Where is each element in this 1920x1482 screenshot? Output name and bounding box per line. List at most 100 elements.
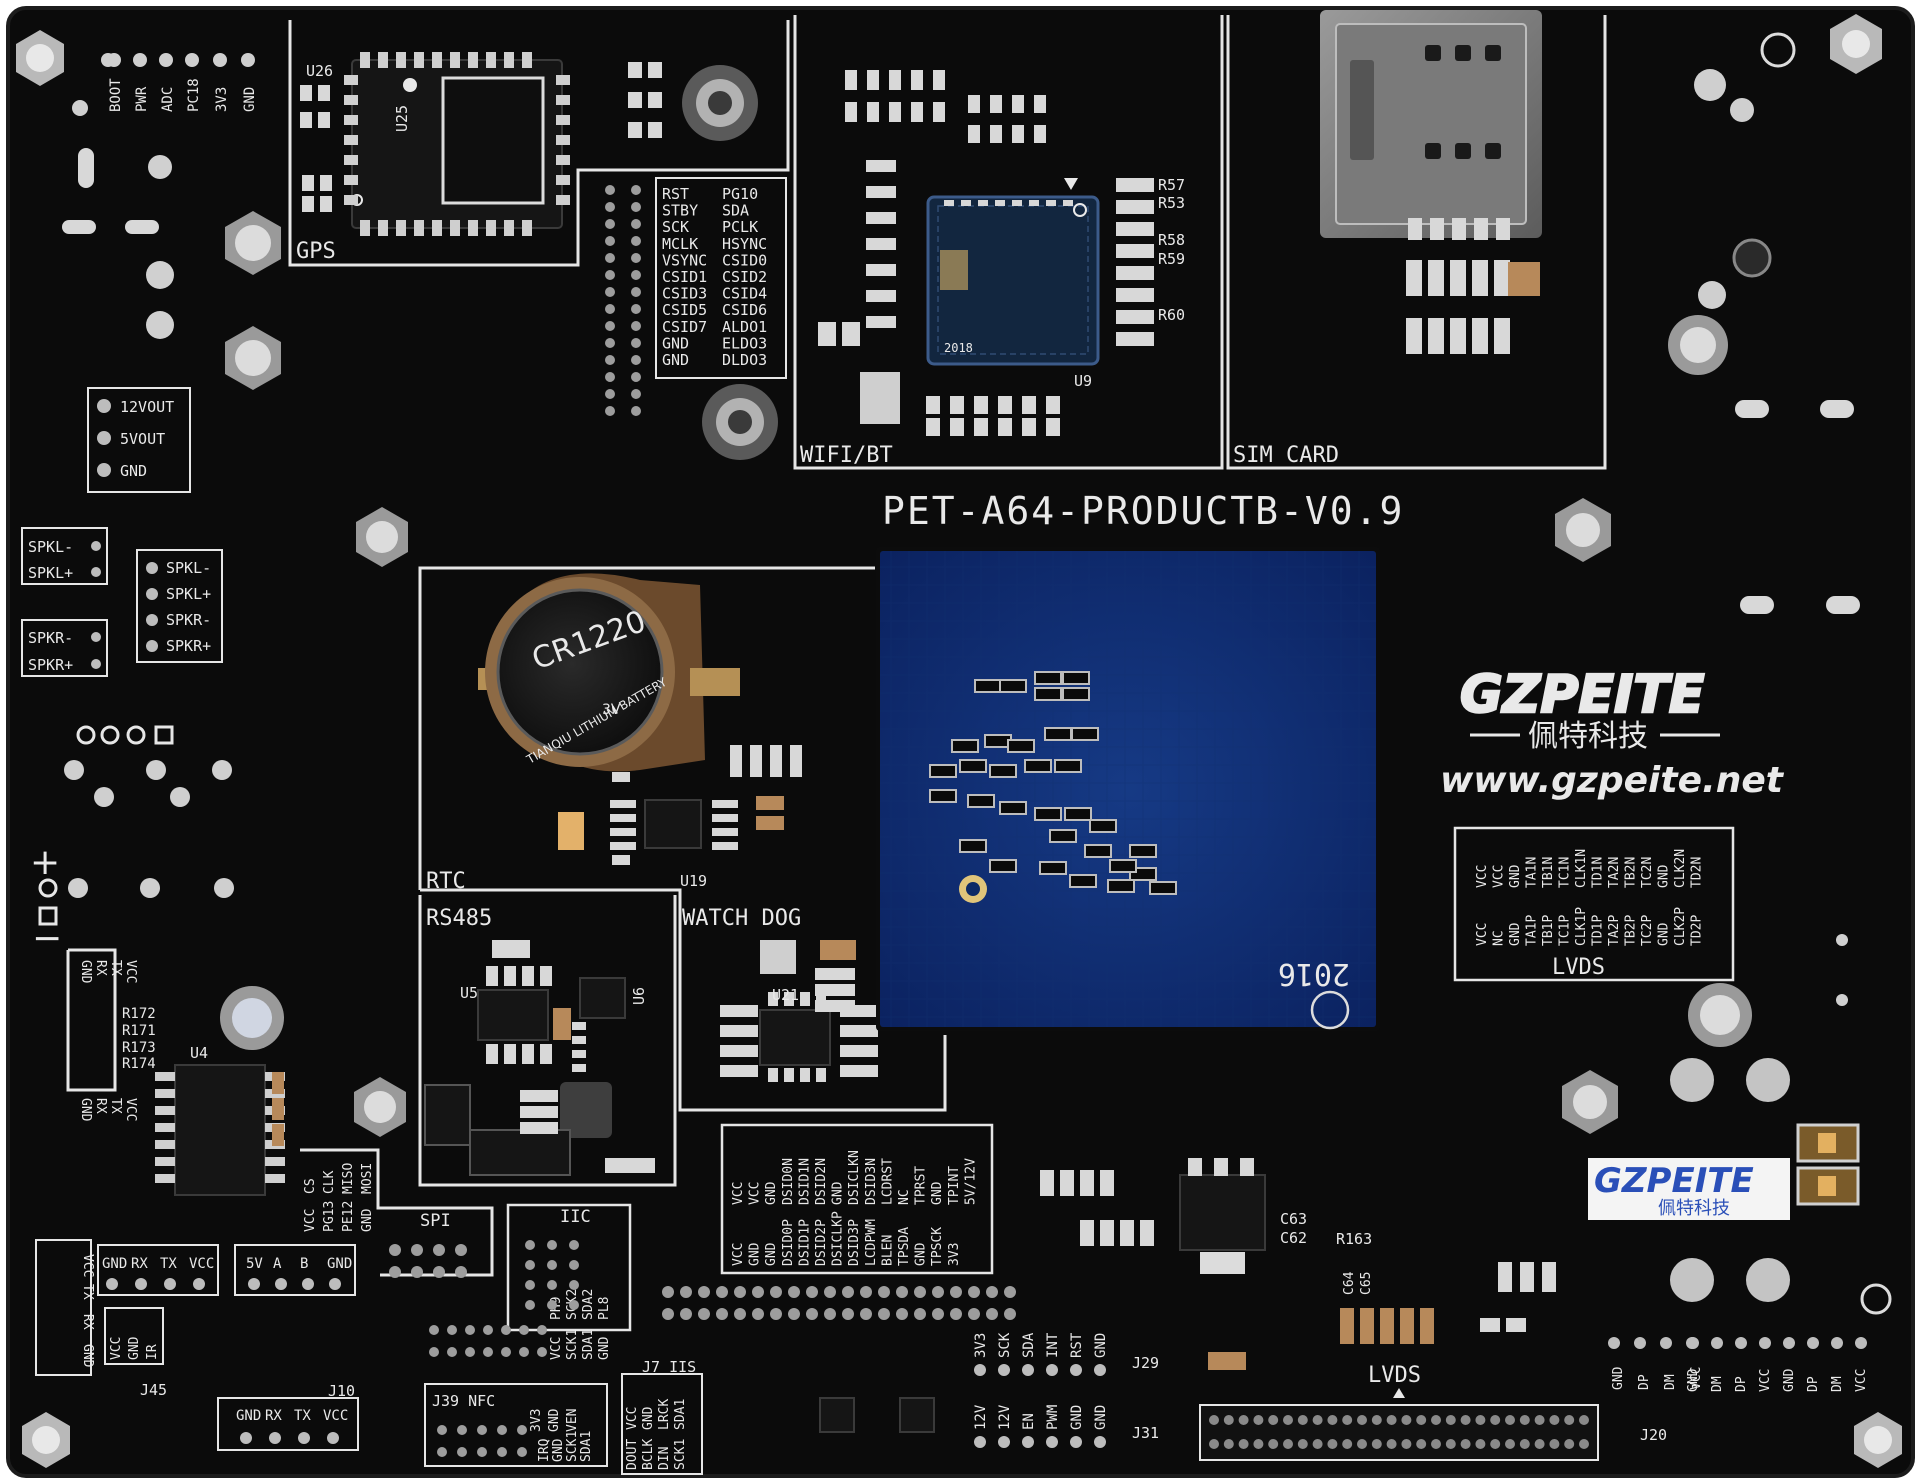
spk-left-label: SPKR+ bbox=[28, 656, 73, 674]
smd-pad bbox=[1430, 218, 1444, 240]
uart-left-pin: VCC bbox=[80, 1254, 95, 1277]
lvds-pin-a: TD1N bbox=[1591, 857, 1606, 888]
through-hole bbox=[605, 389, 615, 399]
iic-pin: VCC bbox=[549, 1337, 564, 1360]
smd-pad bbox=[414, 52, 424, 68]
through-hole bbox=[1416, 1415, 1427, 1425]
through-hole bbox=[1460, 1439, 1471, 1449]
smd-pad bbox=[556, 155, 570, 165]
smd-pad bbox=[974, 418, 988, 436]
r172-label: R172 bbox=[122, 1006, 156, 1022]
brand-cn: 佩特科技 bbox=[1528, 719, 1648, 754]
capacitor bbox=[1508, 262, 1540, 296]
through-hole bbox=[662, 1308, 674, 1320]
smd-pad bbox=[770, 745, 782, 777]
smd-cap bbox=[1007, 739, 1035, 753]
capacitor bbox=[756, 796, 784, 810]
through-hole bbox=[1855, 1337, 1867, 1349]
smd-pad bbox=[522, 220, 532, 236]
iis-pin: DIN bbox=[657, 1447, 672, 1470]
smd-pad bbox=[572, 1036, 586, 1044]
through-hole bbox=[680, 1286, 692, 1298]
ir-pin: IR bbox=[145, 1344, 160, 1360]
through-hole bbox=[389, 1266, 401, 1278]
smd-pad bbox=[1116, 310, 1154, 324]
through-hole bbox=[1371, 1415, 1382, 1425]
smd-pad bbox=[504, 52, 514, 68]
iic-block: PH9SCK2SDA2PL8VCCSCK1SDA1GND IIC bbox=[506, 1203, 632, 1360]
through-hole bbox=[1094, 1436, 1106, 1448]
uart-pin-b: TX bbox=[108, 1098, 123, 1114]
lvds-pin-a: TA2N bbox=[1607, 857, 1622, 888]
smd-pad bbox=[556, 95, 570, 105]
smd-cap bbox=[1084, 844, 1112, 858]
smd-cap bbox=[1149, 881, 1177, 895]
through-hole bbox=[241, 53, 255, 67]
iic-pin: SDA2 bbox=[581, 1289, 596, 1320]
smd-pad bbox=[396, 220, 406, 236]
through-hole bbox=[932, 1286, 944, 1298]
nfc-pin: VEN bbox=[565, 1409, 580, 1432]
smd-pad bbox=[1496, 218, 1510, 240]
capacitor bbox=[756, 816, 784, 830]
through-hole bbox=[185, 53, 199, 67]
through-hole bbox=[429, 1325, 439, 1335]
smd-pad bbox=[522, 966, 534, 986]
spk-left-label: SPKL- bbox=[28, 538, 73, 556]
smd-pad bbox=[800, 992, 810, 1006]
through-hole bbox=[1357, 1415, 1367, 1425]
through-hole bbox=[193, 1278, 205, 1290]
smd-pad bbox=[556, 135, 570, 145]
j31-pin: EN bbox=[1021, 1413, 1037, 1430]
dsi-pin-b: DSID3P bbox=[847, 1219, 862, 1266]
through-hole bbox=[1549, 1439, 1560, 1449]
sticker-logo: GZPEITE 佩特科技 bbox=[1588, 1158, 1790, 1220]
through-hole bbox=[483, 1325, 493, 1335]
through-hole bbox=[1564, 1415, 1575, 1425]
smd-pad bbox=[1116, 244, 1154, 258]
through-hole bbox=[605, 253, 615, 263]
smd-pad bbox=[344, 115, 358, 125]
crystal bbox=[558, 812, 584, 850]
through-hole bbox=[662, 1286, 674, 1298]
smd-pad bbox=[265, 1174, 285, 1183]
smd-pad bbox=[1116, 178, 1154, 192]
dsi-pin-b: DSID2P bbox=[814, 1219, 829, 1266]
through-hole bbox=[605, 219, 615, 229]
through-hole bbox=[433, 1244, 445, 1256]
capacitor bbox=[1400, 1308, 1414, 1344]
smd-pad bbox=[610, 800, 636, 808]
through-hole bbox=[1783, 1337, 1795, 1349]
spk-left-label: SPKR- bbox=[28, 629, 73, 647]
module-pin bbox=[1012, 200, 1022, 206]
smd-pad bbox=[540, 966, 552, 986]
through-hole bbox=[1431, 1415, 1441, 1425]
smd-pad bbox=[1428, 260, 1444, 296]
iis-pin: DOUT bbox=[625, 1439, 640, 1470]
dsi-pin-b: 3V3 bbox=[947, 1243, 962, 1266]
smd-cap bbox=[999, 801, 1027, 815]
smd-pad bbox=[1012, 95, 1024, 113]
through-hole bbox=[605, 372, 615, 382]
smd-pad bbox=[720, 1025, 758, 1037]
smd-pad bbox=[432, 220, 442, 236]
spi-pin: GND bbox=[360, 1208, 375, 1232]
smd-pad bbox=[610, 814, 636, 822]
through-hole bbox=[517, 1447, 527, 1457]
through-hole bbox=[1759, 1337, 1771, 1349]
through-hole bbox=[1223, 1415, 1234, 1425]
spi-pin: MISO bbox=[341, 1163, 356, 1194]
smd-pad bbox=[612, 772, 630, 782]
through-hole bbox=[519, 1347, 529, 1357]
pin-label-3v3: 3V3 bbox=[214, 87, 230, 112]
smd-pad bbox=[1012, 125, 1024, 143]
through-hole bbox=[1687, 1337, 1699, 1349]
smd-pad bbox=[344, 155, 358, 165]
through-hole bbox=[429, 1347, 439, 1357]
uart-pin-b: VCC bbox=[123, 1098, 138, 1121]
through-hole bbox=[1475, 1439, 1486, 1449]
wifi-label: WIFI/BT bbox=[800, 443, 893, 468]
